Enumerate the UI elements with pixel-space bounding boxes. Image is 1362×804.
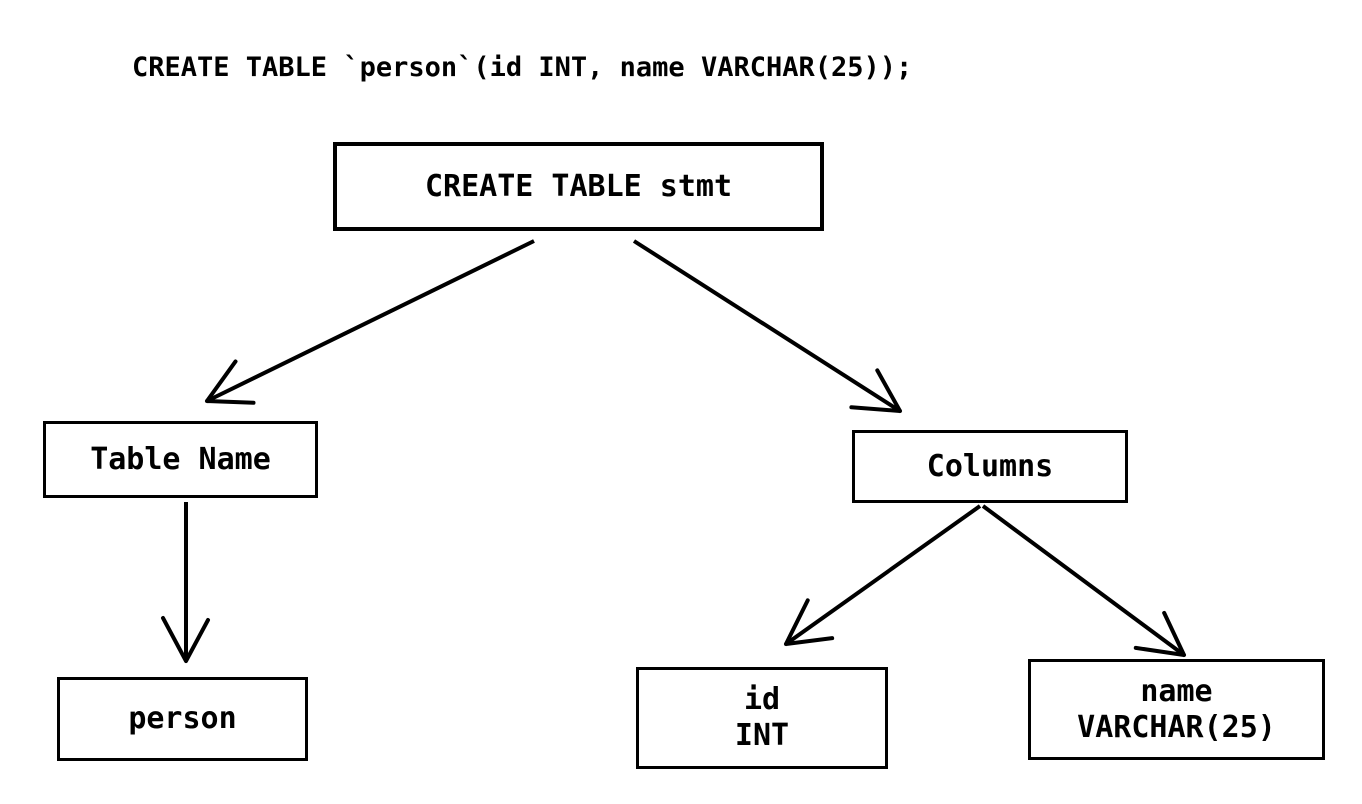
node-name-varchar: name VARCHAR(25): [1028, 659, 1325, 760]
node-columns-label: Columns: [926, 448, 1054, 484]
node-id-int: id INT: [636, 667, 888, 769]
node-create-table-stmt-label: CREATE TABLE stmt: [424, 168, 733, 204]
node-table-name-label: Table Name: [90, 441, 271, 477]
node-create-table-stmt: CREATE TABLE stmt: [333, 142, 824, 231]
sql-statement-text: CREATE TABLE `person`(id INT, name VARCH…: [132, 52, 913, 83]
node-person-label: person: [128, 701, 237, 736]
node-person: person: [57, 677, 308, 761]
node-name-varchar-label-line1: name: [1140, 673, 1213, 709]
node-table-name: Table Name: [43, 421, 318, 498]
node-name-varchar-label-line2: VARCHAR(25): [1077, 709, 1276, 745]
edge-root-to-table-name-arrow: [205, 239, 535, 405]
node-columns: Columns: [852, 430, 1128, 503]
edge-root-to-columns-arrow: [632, 239, 902, 413]
node-id-int-label-line2: INT: [734, 718, 790, 753]
edge-columns-to-name-arrow: [981, 504, 1186, 657]
edge-columns-to-id-arrow: [784, 504, 982, 646]
node-id-int-label-line1: id: [743, 682, 781, 717]
